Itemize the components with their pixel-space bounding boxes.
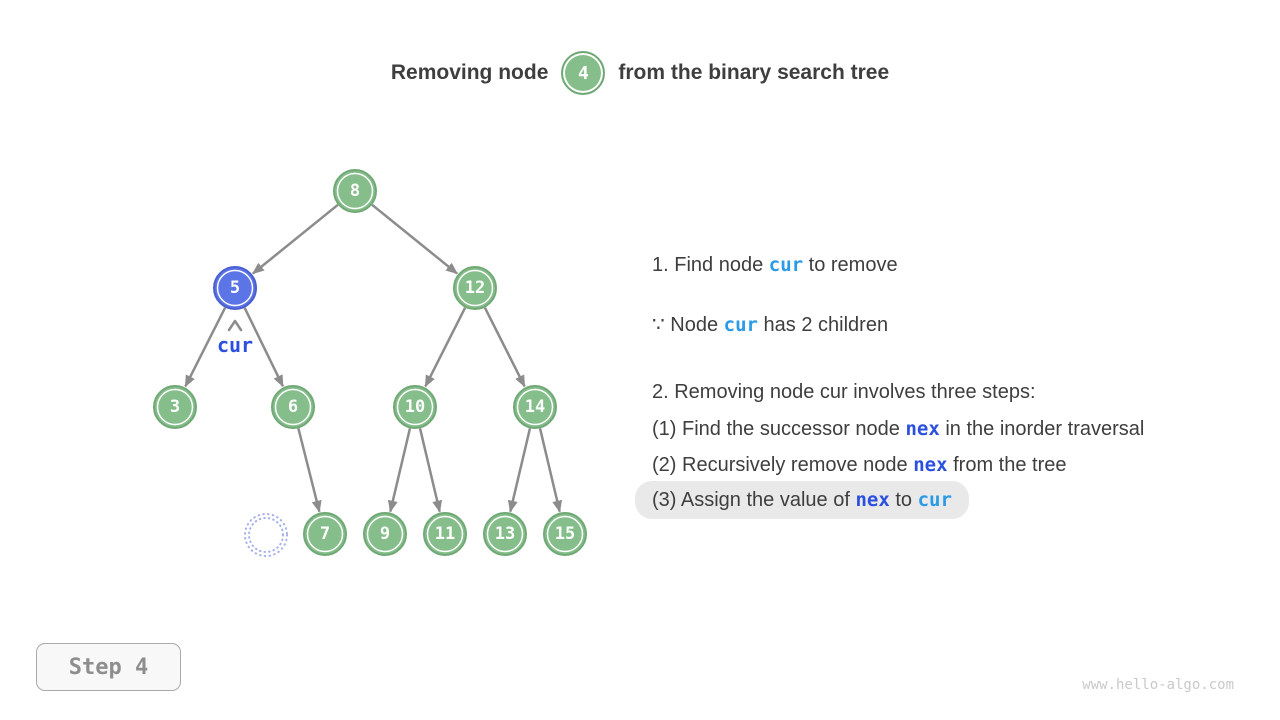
tree-node-value: 15 [555,524,575,544]
tree-node-value: 3 [170,397,180,417]
tree-node-7: 7 [303,512,347,556]
tree-node-9: 9 [363,512,407,556]
tree-node-11: 11 [423,512,467,556]
explanation-text: to [889,489,918,511]
tree-node-8: 8 [333,169,377,213]
tree-node-12: 12 [453,266,497,310]
tree-node-value: 10 [405,397,425,417]
tree-edge-14-13 [507,428,532,513]
explanation-text: 1. Find node [652,254,769,276]
explanation-text: (3) Assign the value of [652,489,856,511]
tree-node-6: 6 [271,385,315,429]
step-indicator: Step 4 [36,643,181,691]
binary-search-tree-diagram: 8 5 12 3 6 10 14 7 9 11 13 15 cur [153,169,587,557]
tree-node-15: 15 [543,512,587,556]
explanation-text: (1) Find the successor node [652,418,906,440]
tree-edge-12-14 [483,307,526,388]
step-label: Step 4 [68,654,149,680]
tree-node-13: 13 [483,512,527,556]
tree-edge-12-10 [424,307,467,388]
explanation-line-1: 1. Find node cur to remove [652,252,898,278]
tree-node-value: 7 [320,524,330,544]
explanation-text: (2) Recursively remove node [652,454,914,476]
removed-node-slot [244,513,288,557]
title-suffix: from the binary search tree [618,61,890,84]
tree-node-value: 5 [230,278,240,298]
code-token-nex: nex [913,454,948,476]
tree-node-value: 6 [288,397,298,417]
tree-node-10: 10 [393,385,437,429]
explanation-line-2: ∵ Node cur has 2 children [652,312,888,338]
tree-edge-14-15 [538,428,563,513]
code-token-nex: nex [855,489,890,511]
explanation-text: 2. Removing node cur involves three step… [652,381,1036,403]
tree-node-5: 5 [213,266,257,310]
tree-edge-8-5 [252,203,339,275]
removed-node-value: 4 [577,62,589,84]
tree-edge-5-3 [184,307,227,388]
watermark: www.hello-algo.com [1082,677,1234,693]
tree-edge-10-11 [418,428,443,513]
explanation-text: ∵ Node [652,314,724,336]
explanation-text: from the tree [947,454,1067,476]
title-prefix: Removing node [390,61,549,84]
tree-edge-8-12 [371,203,458,275]
tree-edge-5-6 [243,307,285,388]
explanation-line-4: (1) Find the successor node nex in the i… [652,416,1144,442]
explanation-text: has 2 children [757,314,889,336]
code-token-cur: cur [723,314,758,336]
explanation-line-6: (3) Assign the value of nex to cur [635,481,969,519]
explanation-line-5: (2) Recursively remove node nex from the… [652,452,1066,478]
tree-node-value: 13 [495,524,515,544]
code-token-cur: cur [768,254,804,276]
explanation-line-3: 2. Removing node cur involves three step… [652,379,1036,405]
tree-node-14: 14 [513,385,557,429]
explanation-text: in the inorder traversal [939,418,1145,440]
removed-node-badge: 4 [561,51,606,95]
explanation-text: to remove [803,254,898,276]
tree-edge-6-7 [297,428,322,513]
tree-node-value: 12 [465,278,485,298]
tree-node-3: 3 [153,385,197,429]
tree-node-value: 8 [350,181,360,201]
code-token-cur: cur [917,489,952,511]
tree-node-value: 14 [525,397,545,417]
cur-pointer-label: cur [217,333,253,357]
page-title: Removing node 4 from the binary search t… [0,50,1280,96]
tree-node-value: 9 [380,524,390,544]
tree-node-value: 11 [435,524,455,544]
code-token-nex: nex [905,418,940,440]
up-arrow-icon [227,319,243,332]
cur-pointer: cur [217,319,253,357]
tree-edge-10-9 [387,428,412,513]
